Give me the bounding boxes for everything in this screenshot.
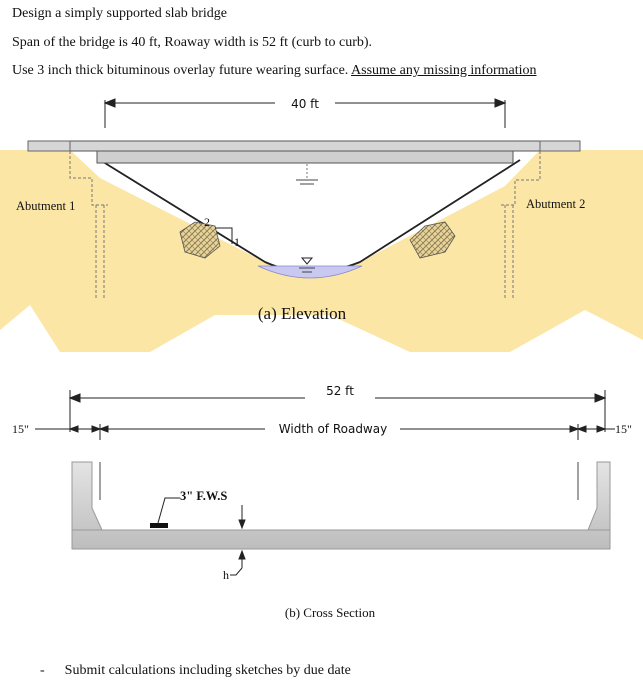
problem-line-3-text: Use 3 inch thick bituminous overlay futu… — [12, 63, 352, 78]
approach-slab-right — [539, 140, 581, 152]
slope-run-label: 1 — [234, 235, 240, 249]
riprap-right — [409, 221, 456, 259]
bridge-slab — [96, 150, 514, 164]
elevation-caption: (a) Elevation — [258, 304, 347, 323]
thickness-label: h — [223, 568, 229, 582]
slope-rise-label: 2 — [204, 215, 210, 229]
missing-info-note: Assume any missing information — [351, 63, 537, 78]
soil-void-right — [510, 310, 643, 352]
curb-right-label: 15" — [615, 422, 632, 436]
problem-line-1: Design a simply supported slab bridge — [12, 6, 228, 21]
abutment-1-label: Abutment 1 — [16, 199, 75, 213]
problem-line-2: Span of the bridge is 40 ft, Roaway widt… — [12, 35, 373, 50]
elevation-view: 2 1 40 ft Abutment 1 Abutment 2 (a) Elev… — [0, 97, 643, 352]
overall-width-label: 52 ft — [326, 384, 354, 398]
footer-bullet: - — [40, 663, 45, 678]
high-water-mark — [296, 160, 318, 185]
riprap-left — [179, 221, 221, 259]
abutment-2-label-bg — [524, 195, 598, 211]
soil-void-mid — [150, 315, 410, 352]
cross-section-caption: (b) Cross Section — [285, 605, 376, 620]
abutment-2-outline — [500, 151, 541, 300]
water-level-symbol — [300, 257, 314, 265]
fws-marker — [150, 523, 168, 528]
cross-section-view: 52 ft Width of Roadway 15" 15" 3" F.W — [12, 384, 632, 620]
fws-label: 3" F.W.S — [180, 489, 227, 503]
bridge-deck — [69, 140, 541, 152]
span-label: 40 ft — [291, 97, 319, 111]
abutment-1-label-bg — [14, 197, 90, 213]
soil-void-left — [0, 305, 60, 352]
problem-line-3: Use 3 inch thick bituminous overlay futu… — [12, 63, 537, 79]
submission-note: - Submit calculations including sketches … — [40, 663, 351, 679]
roadway-width-label: Width of Roadway — [279, 422, 387, 436]
approach-slab-left — [27, 140, 71, 152]
overall-width-dimension — [68, 390, 607, 432]
curb-left-label: 15" — [12, 422, 29, 436]
thickness-dimension — [230, 505, 246, 576]
footer-text: Submit calculations including sketches b… — [64, 663, 351, 678]
slab-cross-section — [71, 461, 611, 550]
span-dimension — [103, 98, 507, 128]
slope-indicator: 2 1 — [204, 215, 240, 249]
abutment-2-label: Abutment 2 — [526, 197, 585, 211]
fws-leader — [157, 497, 180, 524]
soil-fill — [0, 150, 643, 352]
abutment-1-outline — [69, 151, 108, 300]
roadway-width-dimension — [35, 424, 615, 440]
